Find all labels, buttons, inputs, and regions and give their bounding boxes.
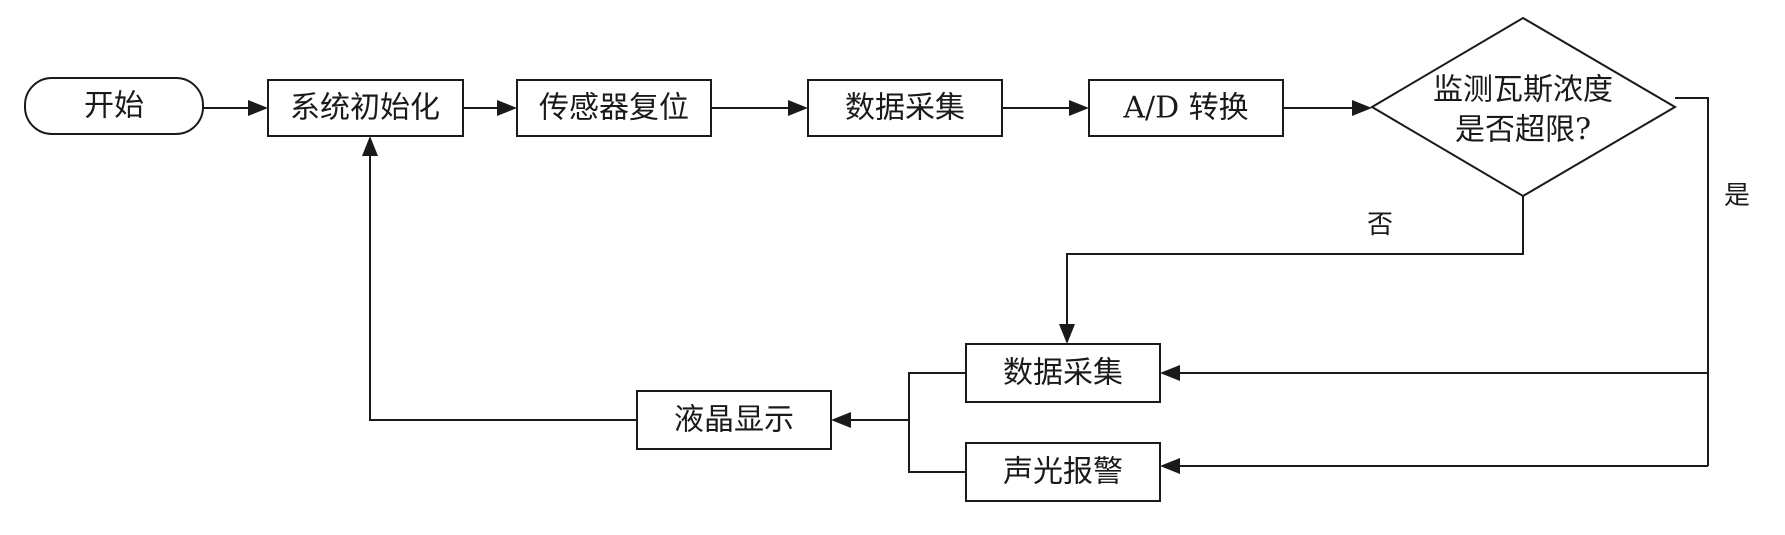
sensor-reset-label: 传感器复位 — [539, 91, 689, 126]
ad-convert-label: A/D 转换 — [1122, 91, 1248, 126]
start-node: 开始 — [24, 77, 204, 135]
collect-1-label: 数据采集 — [845, 91, 965, 126]
edge-sensor-reset-to-collect — [711, 100, 808, 116]
collect-node-2: 数据采集 — [965, 343, 1161, 403]
decision-label-line2: 是否超限? — [1455, 113, 1591, 148]
edge-collect-to-ad — [1002, 100, 1089, 116]
edge-label-yes: 是 — [1724, 181, 1750, 211]
collect-node-1: 数据采集 — [807, 79, 1003, 137]
init-label: 系统初始化 — [290, 91, 440, 126]
collect-2-label: 数据采集 — [1003, 356, 1123, 391]
ad-convert-node: A/D 转换 — [1088, 79, 1284, 137]
edge-lcd-to-init — [362, 136, 637, 421]
edge-decision-yes — [1160, 97, 1709, 474]
start-label: 开始 — [84, 89, 144, 124]
edge-ad-to-decision — [1283, 100, 1372, 116]
edge-init-to-sensor-reset — [463, 100, 517, 116]
alarm-label: 声光报警 — [1003, 455, 1123, 490]
lcd-node: 液晶显示 — [636, 390, 832, 450]
edge-merge-to-lcd — [831, 372, 966, 473]
alarm-node: 声光报警 — [965, 442, 1161, 502]
lcd-label: 液晶显示 — [674, 403, 794, 438]
decision-label-line1: 监测瓦斯浓度 — [1433, 73, 1613, 108]
decision-node: 监测瓦斯浓度 是否超限? — [1370, 16, 1677, 198]
edge-start-to-init — [203, 100, 268, 116]
edge-label-no: 否 — [1367, 210, 1393, 240]
edge-decision-no-to-collect — [1059, 196, 1524, 344]
init-node: 系统初始化 — [267, 79, 464, 137]
sensor-reset-node: 传感器复位 — [516, 79, 712, 137]
